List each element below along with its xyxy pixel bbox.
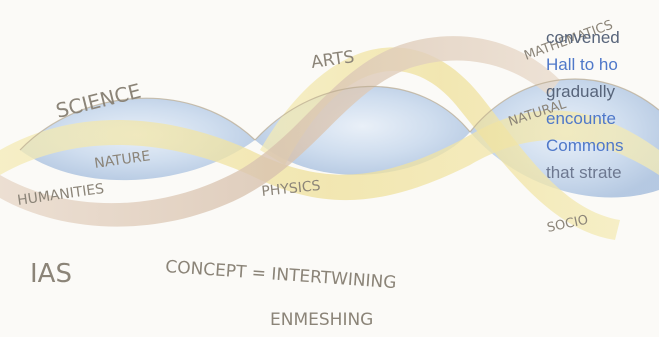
excerpt-line-1: convened [546, 24, 659, 51]
excerpt-line-3: gradually [546, 78, 659, 105]
label-concept: CONCEPT = INTERTWINING [165, 257, 397, 293]
label-ias: IAS [30, 259, 72, 289]
label-enmeshing: ENMESHING [270, 310, 373, 330]
excerpt-text: convened Hall to ho gradually encounte C… [546, 24, 659, 224]
excerpt-line-4: encounte [546, 105, 659, 132]
excerpt-line-5: Commons [546, 132, 659, 159]
excerpt-line-2: Hall to ho [546, 51, 659, 78]
excerpt-line-6: that strate [546, 159, 659, 186]
